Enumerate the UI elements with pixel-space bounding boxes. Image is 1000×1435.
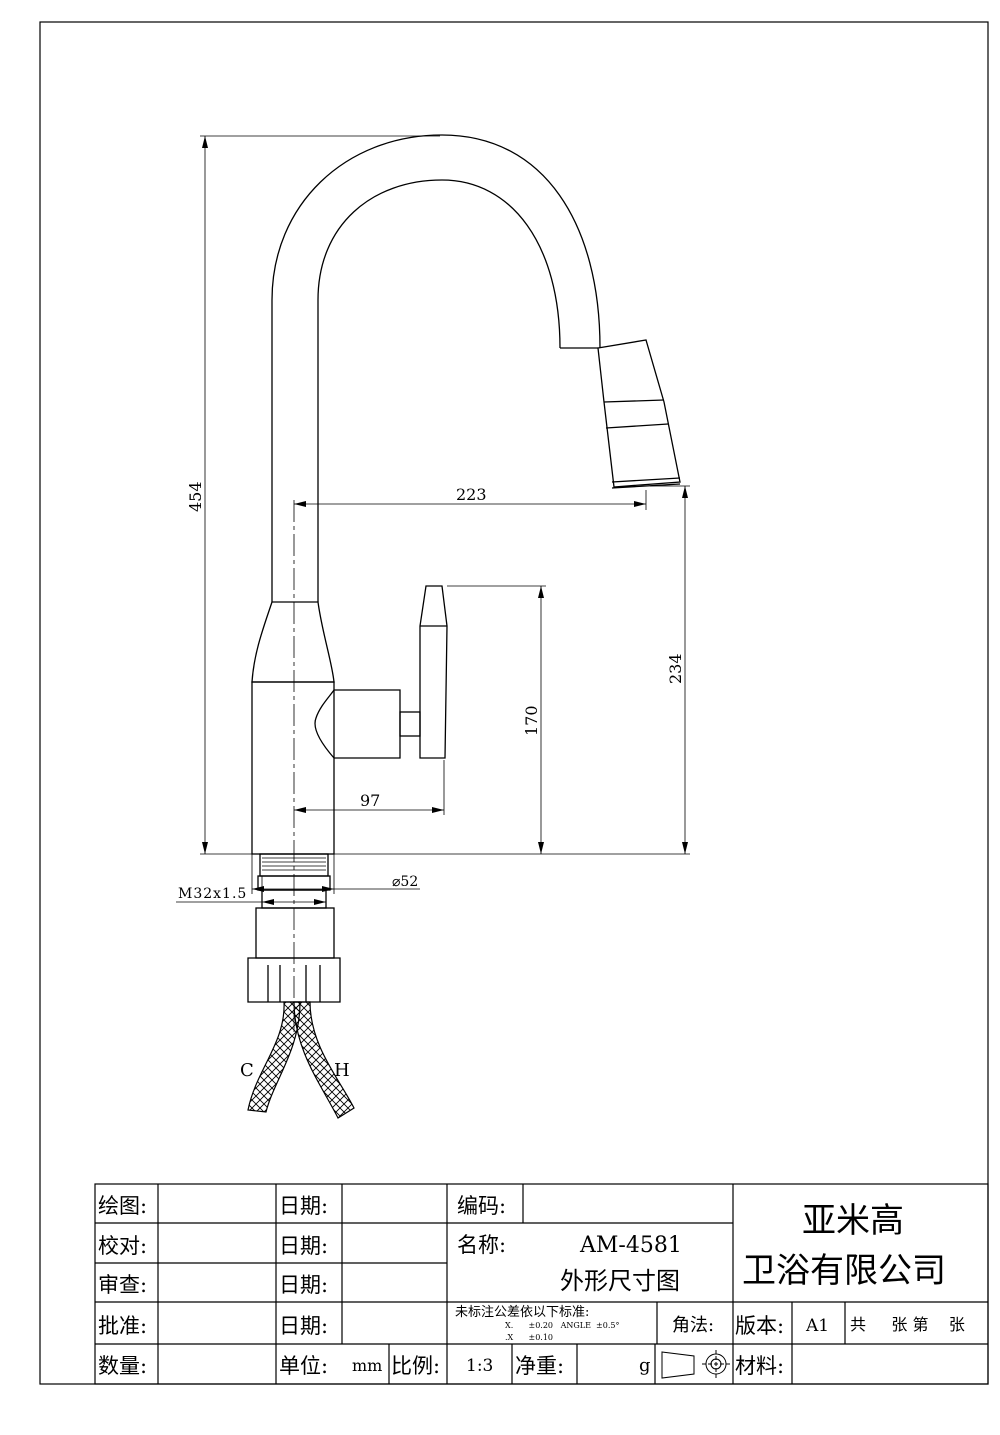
handle-lever: [419, 585, 448, 759]
version-value: A1: [805, 1316, 829, 1336]
handle-hub: [314, 689, 401, 759]
date-label-4: 日期:: [279, 1314, 328, 1338]
scale-value: 1:3: [466, 1356, 493, 1376]
spout-inner-curve: [317, 179, 561, 602]
projection-symbol-icon: [661, 1350, 730, 1379]
dim-spout-reach: 223: [456, 485, 487, 504]
company-name-line-1: 亚米高: [802, 1201, 904, 1241]
tolerance-row-1: X. ±0.20 ANGLE ±0.5°: [505, 1321, 619, 1330]
scale-label: 比例:: [391, 1354, 440, 1378]
dimension-arrows: [202, 136, 688, 905]
title-block-grid: [94, 1183, 989, 1385]
dim-total-height: 454: [186, 481, 205, 512]
spout-outer-curve: [271, 134, 601, 602]
handle-stem: [399, 711, 421, 737]
date-label-3: 日期:: [279, 1273, 328, 1297]
date-label-2: 日期:: [279, 1234, 328, 1258]
unit-label: 单位:: [279, 1354, 328, 1378]
material-label: 材料:: [735, 1354, 784, 1378]
faucet-outline: [247, 134, 681, 1003]
dim-handle-reach: 97: [360, 791, 380, 810]
drawing-frame: [39, 21, 989, 1385]
angle-method-label: 角法:: [672, 1315, 714, 1336]
drawn-by-label: 绘图:: [98, 1194, 147, 1218]
net-weight-label: 净重:: [515, 1354, 564, 1378]
approved-label: 批准:: [98, 1314, 147, 1338]
dim-base-diameter: ⌀52: [392, 874, 418, 890]
checked-label: 校对:: [98, 1234, 147, 1258]
cold-hose: [247, 1001, 301, 1113]
dim-handle-height: 170: [522, 705, 541, 736]
hot-hose-label: H: [334, 1060, 350, 1081]
spout-neck: [251, 601, 335, 683]
quantity-label: 数量:: [98, 1354, 147, 1378]
unit-value: mm: [352, 1356, 382, 1375]
model-number: AM-4581: [579, 1233, 682, 1258]
tolerance-row-2: .X ±0.10: [505, 1333, 553, 1342]
tolerance-title: 未标注公差依以下标准:: [455, 1305, 589, 1320]
code-label: 编码:: [457, 1194, 506, 1218]
sheets-count: 共 张 第 张: [850, 1315, 965, 1334]
mount-lower: [255, 907, 335, 959]
mount-fork: [247, 957, 341, 1003]
version-label: 版本:: [735, 1314, 784, 1338]
dim-outlet-height: 234: [666, 653, 685, 684]
spray-head: [597, 339, 681, 488]
hot-hose: [293, 1001, 355, 1119]
dim-thread: M32x1.5: [178, 886, 247, 902]
reviewed-label: 审查:: [98, 1273, 147, 1297]
company-name-line-2: 卫浴有限公司: [742, 1251, 946, 1291]
date-label-1: 日期:: [279, 1194, 328, 1218]
name-label: 名称:: [457, 1233, 506, 1257]
braided-hoses: [247, 1001, 355, 1119]
dimension-lines: [176, 135, 690, 906]
drawing-title: 外形尺寸图: [560, 1267, 680, 1295]
cold-hose-label: C: [240, 1060, 254, 1081]
weight-unit: g: [639, 1355, 651, 1376]
